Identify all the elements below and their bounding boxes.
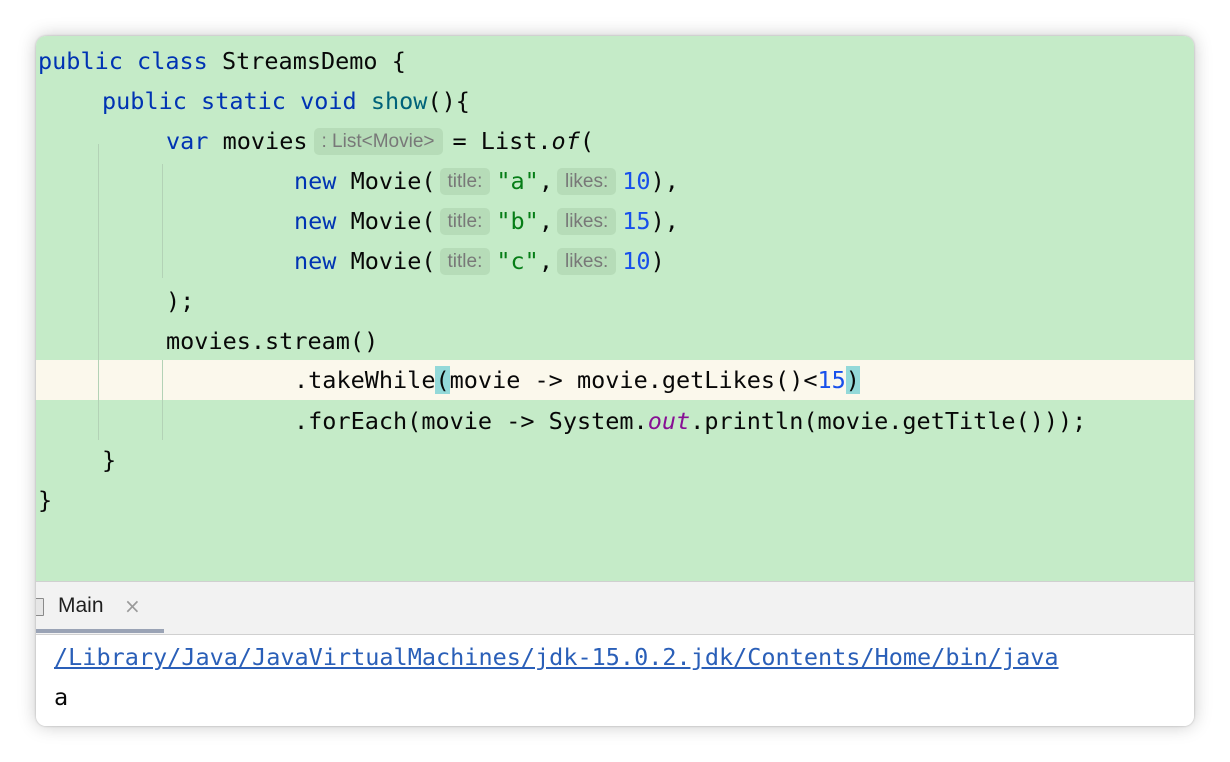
type-inlay-hint: : List<Movie>	[313, 128, 443, 155]
number-literal: 15	[622, 207, 651, 235]
matched-paren-close: )	[845, 366, 860, 394]
code-line-10[interactable]: .forEach(movie -> System.out.println(mov…	[294, 401, 1086, 441]
ide-window: public class StreamsDemo { public static…	[36, 36, 1194, 726]
code-line-5[interactable]: new Movie(title:"b",likes:15),	[294, 201, 679, 241]
constructor-call: Movie(	[350, 167, 436, 195]
variable-name: movies	[222, 127, 308, 155]
paren-close: )	[650, 247, 665, 275]
paren-close: ),	[650, 207, 679, 235]
param-hint-title: title:	[439, 168, 491, 195]
code-editor[interactable]: public class StreamsDemo { public static…	[36, 36, 1194, 581]
code-line-6[interactable]: new Movie(title:"c",likes:10)	[294, 241, 665, 281]
string-literal: "a"	[496, 167, 539, 195]
java-command-link[interactable]: /Library/Java/JavaVirtualMachines/jdk-15…	[54, 643, 1059, 671]
number-literal: 10	[622, 167, 651, 195]
param-hint-likes: likes:	[556, 168, 617, 195]
keyword: new	[294, 167, 337, 195]
code-line-8[interactable]: movies.stream()	[166, 321, 378, 361]
brace: {	[391, 47, 406, 75]
code-line-4[interactable]: new Movie(title:"a",likes:10),	[294, 161, 679, 201]
caret-line-highlight	[36, 360, 1194, 400]
number-literal: 10	[622, 247, 651, 275]
stream-call: movies.stream()	[166, 327, 379, 355]
assignment: = List.	[452, 127, 552, 155]
brace: }	[38, 486, 53, 514]
console-output-line: a	[54, 683, 69, 711]
code-line-2[interactable]: public static void show(){	[102, 81, 470, 121]
active-tab-indicator	[36, 629, 164, 633]
matched-paren-open: (	[435, 366, 450, 394]
keyword: static	[201, 87, 286, 115]
keyword: public	[102, 87, 187, 115]
paren: (	[579, 127, 594, 155]
param-hint-title: title:	[439, 208, 491, 235]
keyword: new	[294, 247, 337, 275]
string-literal: "c"	[496, 247, 539, 275]
code-line-9[interactable]: .takeWhile(movie -> movie.getLikes()<15)	[294, 360, 860, 400]
comma: ,	[538, 207, 553, 235]
takewhile-call: .takeWhile	[294, 366, 436, 394]
string-literal: "b"	[496, 207, 539, 235]
foreach-call: .forEach(movie -> System.	[294, 407, 648, 435]
lambda-body: movie -> movie.getLikes()<	[449, 366, 818, 394]
constructor-call: Movie(	[350, 247, 436, 275]
tab-label: Main	[58, 594, 104, 617]
run-tab-bar: Main ×	[36, 582, 1194, 635]
keyword: var	[166, 127, 209, 155]
param-hint-likes: likes:	[556, 248, 617, 275]
keyword: public	[38, 47, 123, 75]
keyword: void	[300, 87, 357, 115]
keyword: class	[137, 47, 208, 75]
println-call: .println(movie.getTitle()));	[690, 407, 1087, 435]
code-line-7[interactable]: );	[166, 281, 194, 321]
static-field: out	[647, 407, 691, 435]
number-literal: 15	[817, 366, 846, 394]
indent-guide	[162, 360, 163, 440]
comma: ,	[538, 167, 553, 195]
param-hint-title: title:	[439, 248, 491, 275]
code-line-12[interactable]: }	[38, 480, 52, 520]
indent-guide	[162, 164, 163, 278]
brace: }	[102, 446, 117, 474]
tab-main[interactable]: Main ×	[36, 582, 164, 634]
close-icon[interactable]: ×	[124, 594, 141, 618]
keyword: new	[294, 207, 337, 235]
method-signature: (){	[427, 87, 470, 115]
code-line-11[interactable]: }	[102, 440, 116, 480]
code-line-3[interactable]: var movies: List<Movie> = List.of(	[166, 121, 594, 161]
run-config-file-icon	[36, 598, 44, 616]
method-name: show	[370, 87, 428, 115]
class-name: StreamsDemo	[221, 47, 378, 75]
static-method-call: of	[551, 127, 580, 155]
run-console[interactable]: /Library/Java/JavaVirtualMachines/jdk-15…	[36, 635, 1194, 726]
paren-close: ),	[650, 167, 679, 195]
indent-guide	[98, 144, 99, 440]
param-hint-likes: likes:	[556, 208, 617, 235]
constructor-call: Movie(	[350, 207, 436, 235]
statement-end: );	[166, 287, 195, 315]
comma: ,	[538, 247, 553, 275]
code-line-1[interactable]: public class StreamsDemo {	[38, 41, 406, 81]
panel-divider[interactable]	[36, 581, 1194, 582]
